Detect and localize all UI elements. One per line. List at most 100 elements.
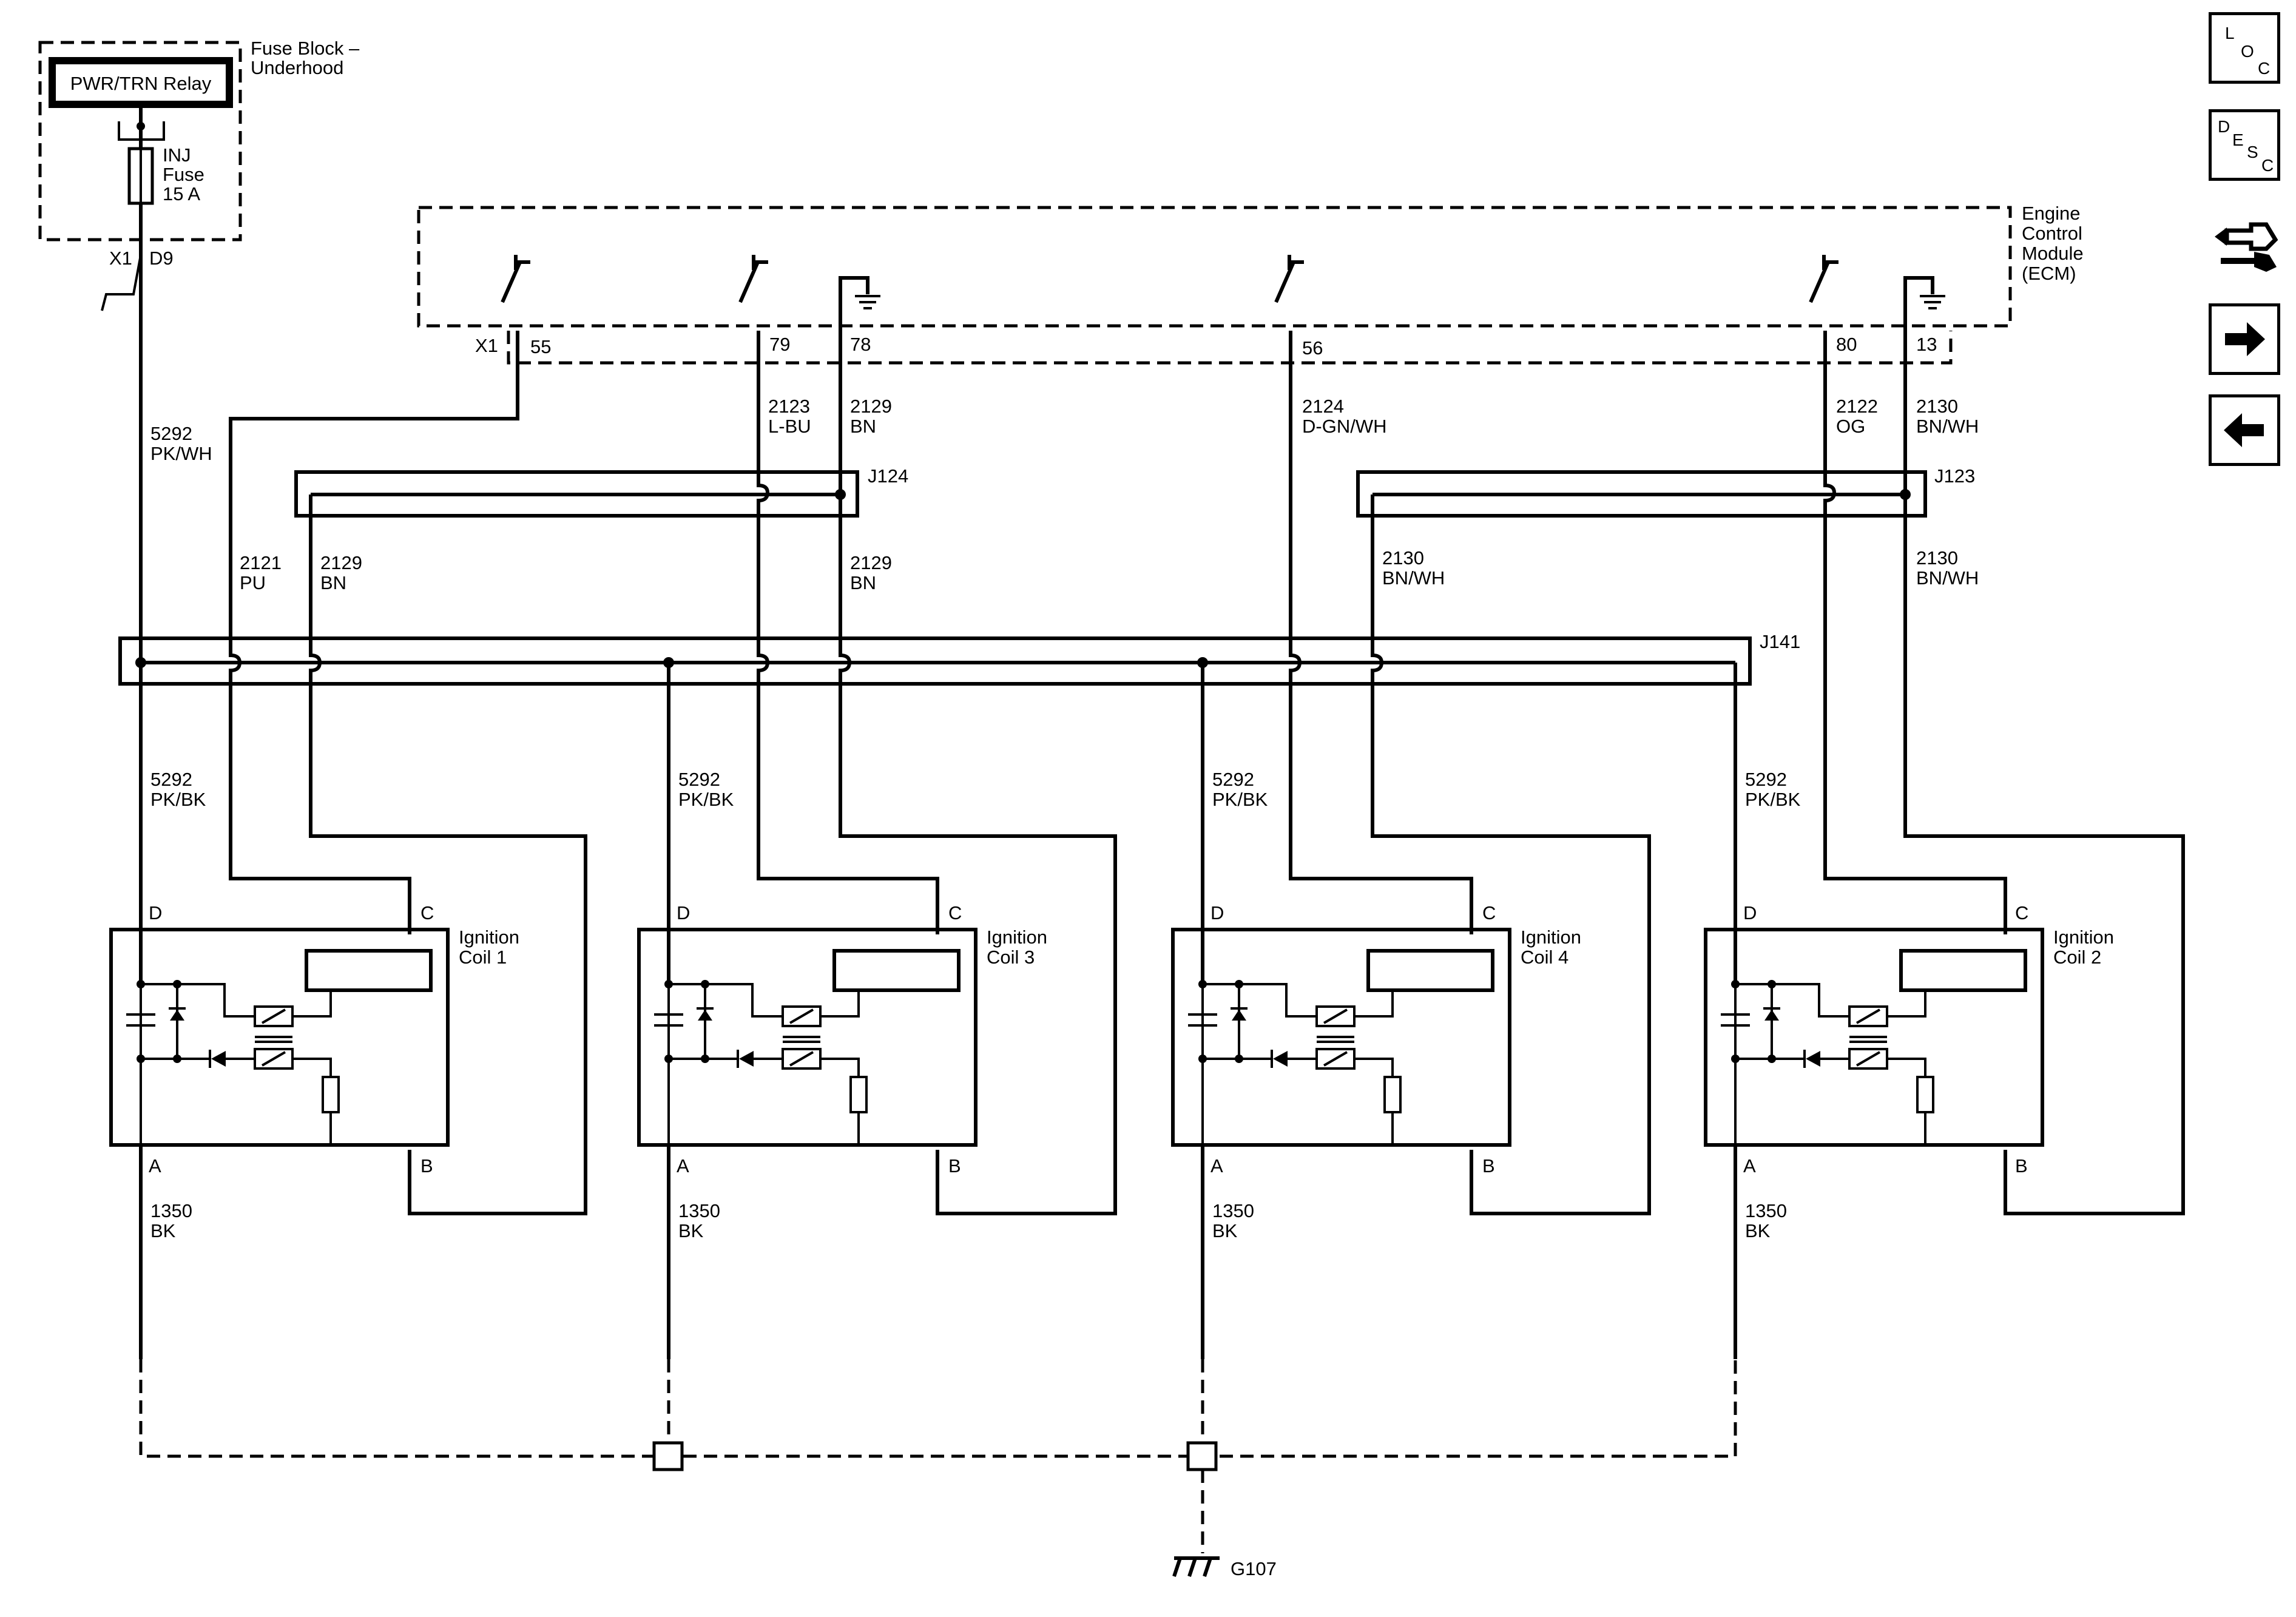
label-2130a-num: 2130 bbox=[1916, 396, 1958, 417]
coil4-title-2: Coil 4 bbox=[1521, 947, 1568, 968]
label-2130c-color: BN/WH bbox=[1916, 567, 1979, 589]
label-2129a-num: 2129 bbox=[850, 396, 892, 417]
power-feed-5292 bbox=[139, 203, 1737, 934]
fuse-block-title-1: Fuse Block – bbox=[251, 38, 360, 59]
wire-2129-bn-coil1 bbox=[309, 495, 587, 1215]
coil4-pin-a: A bbox=[1210, 1155, 1223, 1176]
relay-label: PWR/TRN Relay bbox=[70, 73, 212, 94]
wire-labels: 5292 PK/WH 2123 L-BU 2129 BN 2124 D-GN/W… bbox=[150, 396, 1979, 1241]
label-pkbk-num-2: 5292 bbox=[1745, 769, 1787, 790]
label-gnd-color-3: BK bbox=[678, 1220, 704, 1241]
label-2121-num: 2121 bbox=[240, 552, 282, 573]
label-gnd-color-1: BK bbox=[150, 1220, 176, 1241]
coil3-circuit bbox=[654, 934, 961, 1145]
description-button[interactable]: D E S C bbox=[2209, 109, 2280, 181]
ecm-pin-79: 79 bbox=[769, 334, 790, 355]
ground-connector-2 bbox=[1186, 1441, 1218, 1471]
coil3-pin-a: A bbox=[677, 1155, 689, 1176]
fuse-label-3: 15 A bbox=[163, 183, 200, 204]
loc-letter-c: C bbox=[2258, 59, 2271, 78]
label-2130c-num: 2130 bbox=[1916, 547, 1958, 569]
fuse-label-2: Fuse bbox=[163, 164, 204, 185]
label-2130b-color: BN/WH bbox=[1382, 567, 1445, 589]
arrow-right-icon bbox=[2225, 322, 2265, 356]
coil1-pin-a: A bbox=[149, 1155, 161, 1176]
label-2129a-color: BN bbox=[850, 416, 876, 437]
coil4-circuit bbox=[1188, 934, 1494, 1145]
coil3-pin-b: B bbox=[948, 1155, 961, 1176]
label-2122-num: 2122 bbox=[1836, 396, 1878, 417]
wire-2123-lbu bbox=[757, 331, 939, 934]
ground-circuit: G107 bbox=[139, 1145, 1737, 1579]
splice-j124: J124 bbox=[294, 465, 908, 518]
coil2-pin-c: C bbox=[2015, 902, 2028, 923]
desc-letter-s: S bbox=[2247, 143, 2258, 161]
label-2122-color: OG bbox=[1836, 416, 1865, 437]
j141-label: J141 bbox=[1760, 631, 1800, 652]
coil3-pin-d: D bbox=[677, 902, 690, 923]
fuse-block-title-2: Underhood bbox=[251, 57, 343, 78]
splice-j123: J123 bbox=[1356, 465, 1975, 518]
ecm-driver-switch-55 bbox=[501, 255, 530, 303]
ecm-pin-78: 78 bbox=[850, 334, 871, 355]
wire-2129-bn-coil3 bbox=[839, 331, 1117, 1215]
coil2-title-2: Coil 2 bbox=[2053, 947, 2101, 968]
label-2129b-num: 2129 bbox=[320, 552, 362, 573]
ecm-title-3: Module bbox=[2022, 243, 2084, 264]
coil1-pin-b: B bbox=[420, 1155, 433, 1176]
ecm-pin-55: 55 bbox=[530, 336, 551, 357]
label-pkbk-num-1: 5292 bbox=[150, 769, 192, 790]
label-2123-color: L-BU bbox=[768, 416, 811, 437]
coil3-pin-c: C bbox=[948, 902, 962, 923]
connector-tool-icon bbox=[2215, 222, 2278, 272]
desc-letter-d: D bbox=[2218, 117, 2230, 136]
label-5292-num: 5292 bbox=[150, 423, 192, 444]
wire-2130-bnwh-coil4 bbox=[1371, 495, 1651, 1215]
fuse-block-underhood: PWR/TRN Relay Fuse Block – Underhood INJ… bbox=[38, 38, 360, 311]
previous-button[interactable] bbox=[2209, 394, 2280, 466]
label-gnd-color-4: BK bbox=[1212, 1220, 1238, 1241]
coil4-pin-b: B bbox=[1482, 1155, 1495, 1176]
label-gnd-num-3: 1350 bbox=[678, 1200, 720, 1221]
location-button[interactable]: L O C bbox=[2209, 12, 2280, 84]
chassis-ground-g107 bbox=[1172, 1556, 1220, 1577]
ground-label-g107: G107 bbox=[1231, 1558, 1277, 1579]
ignition-coil-4: D C A B Ignition Coil 4 bbox=[1171, 902, 1581, 1176]
connector-tool-button[interactable] bbox=[2209, 206, 2280, 278]
label-pkbk-color-2: PK/BK bbox=[1745, 789, 1801, 810]
coil4-title-1: Ignition bbox=[1521, 927, 1581, 948]
ecm-title-1: Engine bbox=[2022, 203, 2081, 224]
engine-control-module: Engine Control Module (ECM) X1 55 79 78 … bbox=[417, 203, 2084, 365]
label-2124-color: D-GN/WH bbox=[1302, 416, 1386, 437]
coil1-title-2: Coil 1 bbox=[459, 947, 507, 968]
label-pkbk-color-4: PK/BK bbox=[1212, 789, 1268, 810]
coil3-title-1: Ignition bbox=[987, 927, 1047, 948]
coil2-circuit bbox=[1721, 934, 2027, 1145]
fuse-connector-x1: X1 bbox=[109, 248, 132, 269]
ecm-pin-13: 13 bbox=[1916, 334, 1937, 355]
label-pkbk-num-3: 5292 bbox=[678, 769, 720, 790]
splice-j141: J141 bbox=[118, 631, 1800, 916]
ecm-title-2: Control bbox=[2022, 223, 2082, 244]
label-gnd-color-2: BK bbox=[1745, 1220, 1771, 1241]
ecm-wiring bbox=[229, 331, 2185, 1215]
coil3-title-2: Coil 3 bbox=[987, 947, 1035, 968]
desc-letter-e: E bbox=[2232, 130, 2244, 149]
label-pkbk-color-1: PK/BK bbox=[150, 789, 206, 810]
coil2-pin-a: A bbox=[1743, 1155, 1756, 1176]
ground-connector-1 bbox=[652, 1441, 684, 1471]
wire-2130-bnwh-coil2 bbox=[1903, 331, 2185, 1215]
ignition-coil-1: D C A B Ignition Coil 1 bbox=[109, 902, 519, 1176]
ecm-ground-78 bbox=[839, 276, 880, 331]
j124-label: J124 bbox=[868, 465, 908, 487]
next-button[interactable] bbox=[2209, 303, 2280, 375]
coil2-pin-d: D bbox=[1743, 902, 1757, 923]
label-gnd-num-4: 1350 bbox=[1212, 1200, 1254, 1221]
wire-2121-pu bbox=[229, 331, 519, 934]
fuse-pin-d9: D9 bbox=[149, 248, 174, 269]
coil1-title-1: Ignition bbox=[459, 927, 519, 948]
label-2130a-color: BN/WH bbox=[1916, 416, 1979, 437]
label-2121-color: PU bbox=[240, 572, 266, 593]
coil1-circuit bbox=[126, 934, 433, 1145]
